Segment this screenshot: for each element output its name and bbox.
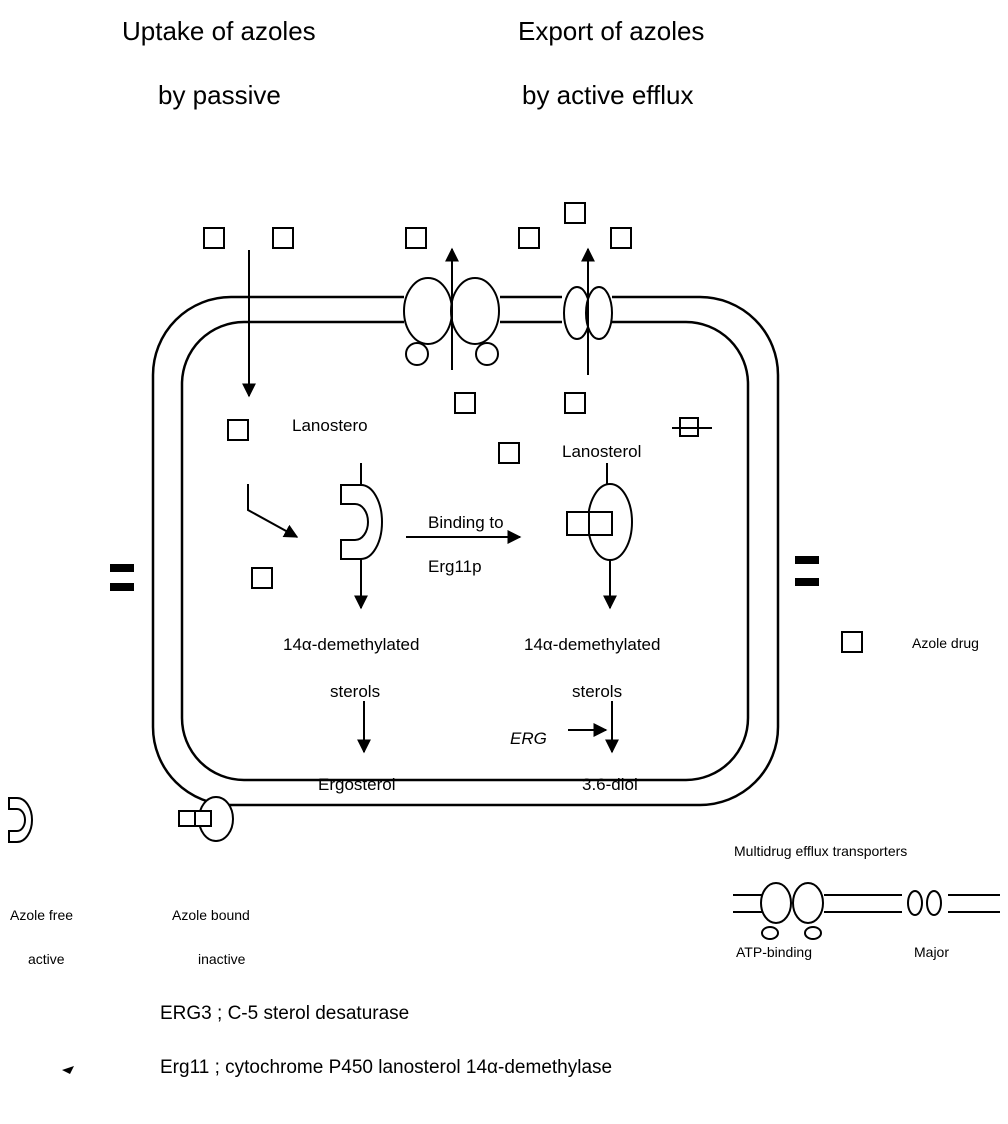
azole-free-label-line2: active — [28, 952, 65, 966]
export-title-line1: Export of azoles — [518, 18, 704, 44]
azole-drug-label: Azole drug — [912, 636, 979, 650]
azole-drug-square — [228, 420, 248, 440]
demethylated-right-line1: 14α-demethylated — [524, 636, 660, 653]
demethylated-left-line1: 14α-demethylated — [283, 636, 419, 653]
demethylated-right-line2: sterols — [572, 683, 622, 700]
azole-drug-square — [204, 228, 224, 248]
erg-enzyme-label: ERG — [510, 730, 547, 747]
azole-drug-square — [499, 443, 519, 463]
major-facilitator-transporter — [562, 249, 612, 375]
diol-label: 3.6-diol — [582, 776, 638, 793]
equals-sign-left — [110, 564, 134, 591]
azole-bound-label-line1: Azole bound — [172, 908, 250, 922]
azole-drug-square — [611, 228, 631, 248]
azole-drug-legend-square — [842, 632, 862, 652]
uptake-title-line2: by passive — [158, 82, 281, 108]
atp-binding-label: ATP-binding — [736, 945, 812, 959]
lanosterol-right-label: Lanosterol — [562, 443, 641, 460]
azole-free-label-line1: Azole free — [10, 908, 73, 922]
demethylated-left-line2: sterols — [330, 683, 380, 700]
binding-label-line2: Erg11p — [428, 558, 482, 575]
azole-bound-label-line2: inactive — [198, 952, 245, 966]
export-title-line2: by active efflux — [522, 82, 694, 108]
uptake-title-line1: Uptake of azoles — [122, 18, 316, 44]
erg3-footnote: ERG3 ; C-5 sterol desaturase — [160, 1004, 409, 1023]
azole-to-enzyme-arrow — [248, 484, 297, 537]
azole-drug-square — [565, 203, 585, 223]
azole-free-key-icon — [9, 798, 32, 842]
azole-drug-square — [565, 393, 585, 413]
atp-binding-transporter — [404, 249, 500, 370]
azole-drug-square — [252, 568, 272, 588]
azole-drug-square — [273, 228, 293, 248]
azole-drug-square — [519, 228, 539, 248]
erg11-footnote: Erg11 ; cytochrome P450 lanosterol 14α-d… — [160, 1058, 612, 1077]
small-mark — [62, 1066, 74, 1074]
azole-bound-key-icon — [179, 797, 233, 841]
outer-membrane — [153, 297, 778, 805]
binding-label-line1: Binding to — [428, 514, 504, 531]
azole-drug-square — [406, 228, 426, 248]
equals-sign-right — [795, 556, 819, 586]
transporter-legend-icon — [733, 883, 1000, 939]
free-enzyme-icon — [341, 485, 382, 559]
major-label: Major — [914, 945, 949, 959]
transporters-title: Multidrug efflux transporters — [734, 844, 907, 858]
lanosterol-left-label: Lanostero — [292, 417, 368, 434]
inner-membrane — [182, 322, 748, 780]
azole-drug-square — [455, 393, 475, 413]
ergosterol-label: Ergosterol — [318, 776, 395, 793]
